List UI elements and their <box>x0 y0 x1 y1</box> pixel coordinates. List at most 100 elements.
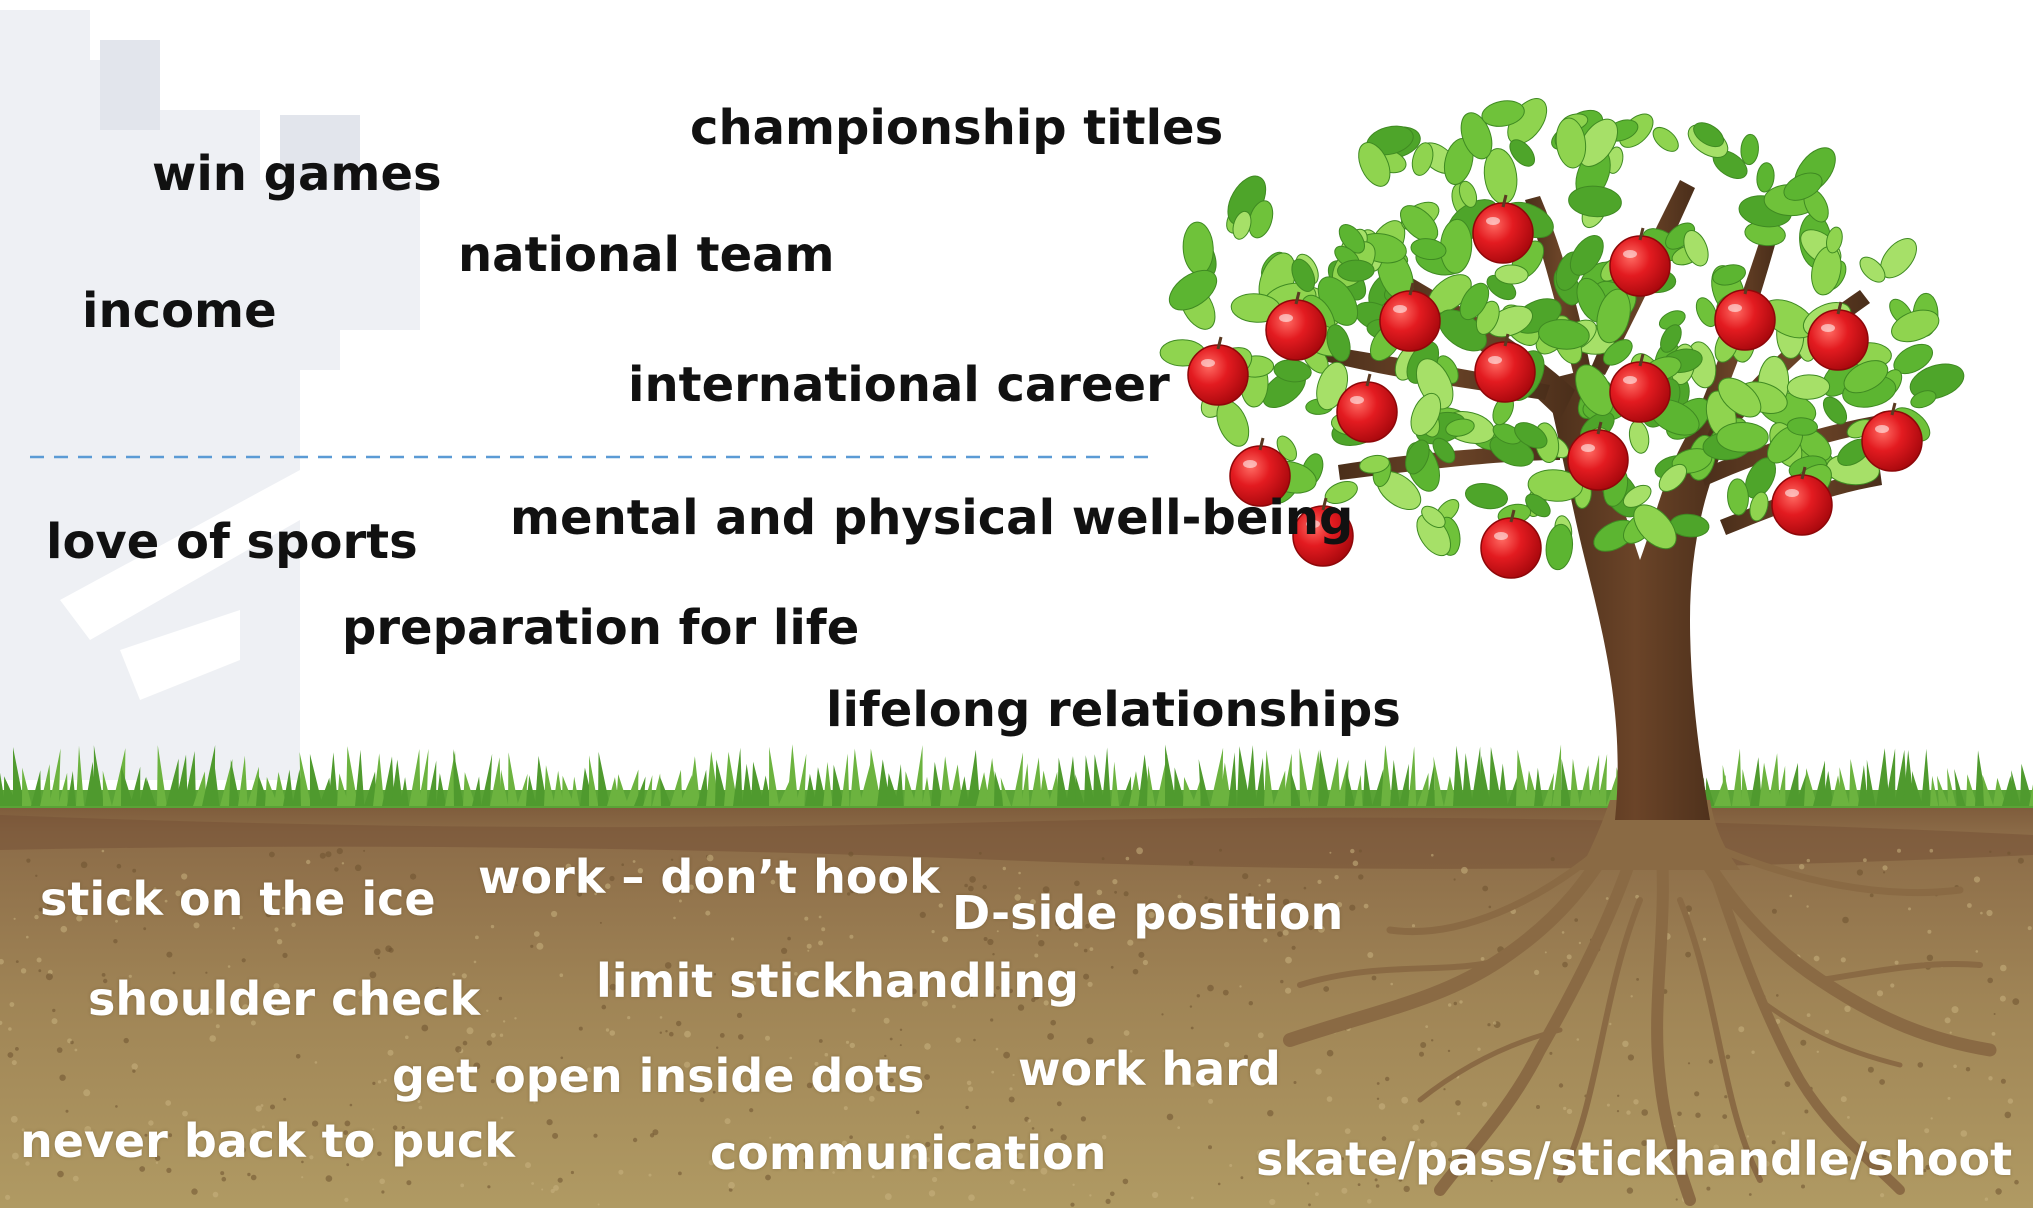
soil-dot <box>128 974 132 978</box>
soil-dot <box>175 890 182 897</box>
leaf <box>1693 122 1725 148</box>
grass-blade <box>58 772 68 806</box>
apple-stem <box>1638 353 1645 367</box>
soil-dot <box>7 1052 14 1058</box>
grass-blade <box>1327 757 1341 806</box>
soil-dot <box>1781 1131 1786 1135</box>
soil-dot <box>35 874 38 877</box>
grass-blade <box>409 749 421 806</box>
soil-dot <box>1038 940 1045 947</box>
soil-dot <box>1222 989 1229 996</box>
leaf <box>1182 221 1214 275</box>
soil-dot <box>618 1169 624 1175</box>
soil-dot <box>1448 1003 1452 1007</box>
soil-dot <box>594 892 597 896</box>
grass-blade <box>364 771 377 806</box>
soil-dot <box>676 1020 682 1027</box>
grass-blade <box>949 764 963 806</box>
soil-dot <box>1056 1101 1062 1107</box>
soil-dot <box>1966 1165 1970 1169</box>
soil-dot <box>1771 1140 1776 1145</box>
soil-dot <box>551 910 558 918</box>
soil-dot <box>1431 1039 1434 1042</box>
leaf <box>1822 396 1848 425</box>
soil-dot <box>1112 879 1118 885</box>
soil-dot <box>884 1054 887 1058</box>
soil-dot <box>1430 1141 1438 1148</box>
apples <box>1187 194 1923 579</box>
soil-dot <box>1022 1188 1026 1192</box>
soil-dot <box>1358 874 1364 880</box>
apple-highlight <box>1201 359 1215 367</box>
soil-dot <box>552 1132 559 1139</box>
soil-dot <box>354 864 362 872</box>
soil-dot <box>768 1084 775 1091</box>
grass-blade <box>499 769 509 806</box>
soil-dot <box>1083 948 1088 953</box>
grass-blade <box>940 756 953 806</box>
soil-dot <box>559 973 564 977</box>
grass-blade <box>1795 772 1807 806</box>
soil-dot <box>1562 961 1568 968</box>
grass-blade <box>31 770 41 806</box>
soil-dot <box>360 1156 365 1161</box>
soil-dot <box>1927 929 1932 934</box>
soil-dot <box>1229 1164 1233 1167</box>
soil-dot <box>889 1037 893 1041</box>
grass-blade <box>382 756 395 806</box>
grass-blade <box>823 761 833 806</box>
soil-dot <box>291 922 296 927</box>
soil-dot <box>13 917 16 920</box>
soil-dot <box>964 883 968 888</box>
grass-blade <box>544 765 555 806</box>
grass-blade <box>643 775 653 806</box>
soil-dot <box>814 1061 819 1066</box>
soil-dot <box>1055 919 1063 927</box>
soil-dot <box>227 965 231 968</box>
soil-dot <box>1724 1095 1728 1099</box>
soil-dot <box>1999 995 2006 1002</box>
soil-dot <box>1375 1184 1380 1188</box>
grass-blade <box>1147 765 1156 806</box>
soil-dot <box>1239 985 1242 988</box>
soil-dot <box>239 1147 246 1153</box>
soil-dot <box>1123 891 1129 897</box>
grass-blade <box>1299 748 1311 806</box>
leaf <box>1232 210 1252 240</box>
soil-dot <box>818 915 822 919</box>
soil-dot <box>942 936 949 943</box>
label-shoulder-check: shoulder check <box>88 972 481 1026</box>
soil-dot <box>706 854 714 862</box>
soil-dot <box>1867 1066 1874 1073</box>
soil-dot <box>990 1018 994 1022</box>
soil-dot <box>486 1009 489 1012</box>
leaf <box>1326 324 1351 362</box>
leaf <box>1909 363 1965 400</box>
soil-dot <box>1110 965 1114 969</box>
soil-dot <box>1633 1099 1639 1105</box>
soil-dot <box>94 993 100 1000</box>
grass-blade <box>373 753 385 806</box>
soil-dot <box>1166 1113 1174 1121</box>
label-limit-stickhandling: limit stickhandling <box>596 954 1079 1008</box>
grass-blade <box>175 754 188 806</box>
soil-dot <box>1443 1088 1446 1091</box>
leaf <box>1410 392 1442 436</box>
grass-blade <box>904 771 917 806</box>
grass-blade <box>1048 771 1059 806</box>
soil-dot <box>1986 909 1993 917</box>
soil-dot <box>1493 1021 1497 1025</box>
soil-dot <box>1291 945 1296 950</box>
grass-blade <box>346 746 359 806</box>
grass-blade <box>1768 753 1780 806</box>
soil-dot <box>609 875 615 882</box>
grass-blade <box>994 770 1005 806</box>
grass-blade <box>1183 776 1197 806</box>
leaf <box>1727 478 1749 516</box>
soil-dot <box>101 849 105 853</box>
soil-dot <box>905 1134 910 1139</box>
leaf <box>1359 454 1390 474</box>
soil-dot <box>699 1097 705 1103</box>
soil-dot <box>1776 994 1779 997</box>
soil-dot <box>1282 898 1290 906</box>
